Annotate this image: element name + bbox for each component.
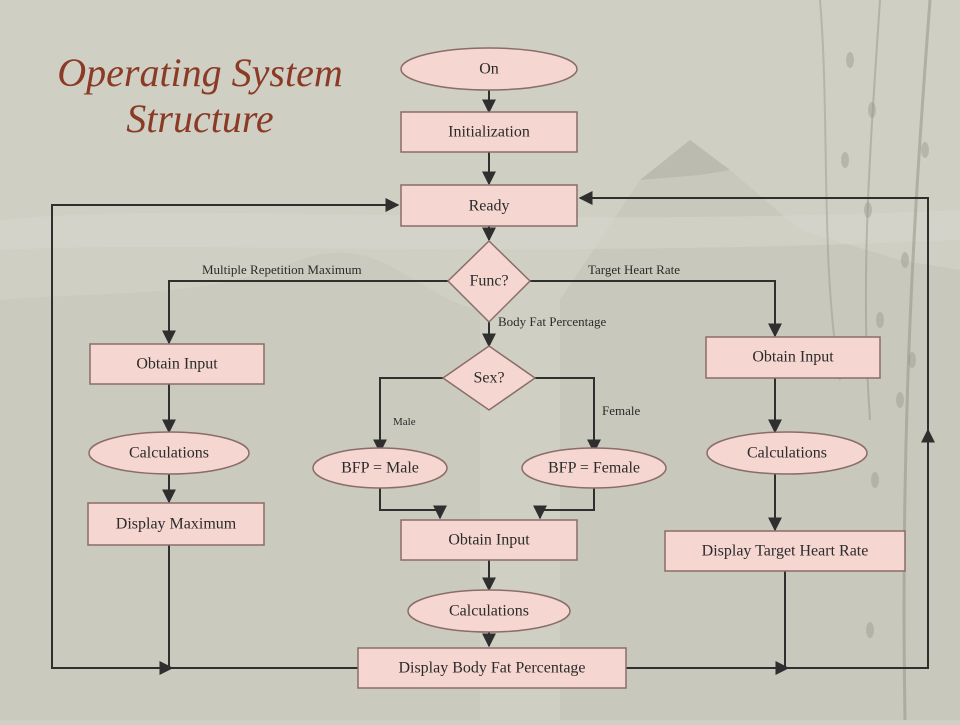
label-init: Initialization (448, 124, 530, 141)
label-ready: Ready (469, 198, 510, 215)
node-init (400, 111, 578, 153)
node-obtain-center (400, 519, 578, 561)
label-obtain-left: Obtain Input (136, 356, 218, 373)
node-obtain-left (89, 343, 265, 385)
title-line-2: Structure (126, 96, 274, 141)
edge-sex-male (373, 377, 443, 454)
label-obtain-center: Obtain Input (448, 532, 530, 549)
node-sex (441, 345, 537, 411)
page-title: Operating System Structure (30, 50, 370, 142)
node-calc-left (88, 431, 250, 475)
title-line-1: Operating System (57, 50, 343, 95)
node-display-bfp (357, 647, 627, 689)
label-calc-center: Calculations (449, 603, 529, 620)
edge-label-mrm: Multiple Repetition Maximum (202, 262, 362, 277)
node-bfp-female (521, 447, 667, 489)
label-display-bfp: Display Body Fat Percentage (398, 660, 585, 677)
edge-female-obtain (533, 488, 595, 520)
node-on (400, 47, 578, 91)
edge-label-female: Female (602, 403, 640, 418)
edges (51, 90, 935, 675)
label-calc-left: Calculations (129, 445, 209, 462)
label-calc-right: Calculations (747, 445, 827, 462)
edge-label-male: Male (393, 416, 416, 428)
node-ready (400, 184, 578, 227)
label-on: On (479, 61, 499, 78)
label-display-thr: Display Target Heart Rate (702, 543, 869, 560)
label-sex: Sex? (473, 370, 504, 387)
label-bfp-male: BFP = Male (341, 460, 419, 477)
node-bfp-male (312, 447, 448, 489)
edge-label-bfp: Body Fat Percentage (498, 314, 607, 329)
edge-male-obtain (379, 488, 447, 520)
node-calc-center (407, 589, 571, 633)
edge-label-thr: Target Heart Rate (588, 262, 680, 277)
edge-loop-left (51, 198, 400, 669)
label-func: Func? (469, 273, 508, 290)
node-func (446, 239, 532, 324)
edge-func-thr (530, 280, 782, 338)
label-obtain-right: Obtain Input (752, 349, 834, 366)
label-bfp-female: BFP = Female (548, 460, 640, 477)
label-display-max: Display Maximum (116, 516, 237, 533)
node-display-max (87, 502, 265, 546)
edge-func-mrm (162, 280, 448, 345)
node-obtain-right (705, 336, 881, 379)
edge-sex-female (535, 377, 601, 454)
node-calc-right (706, 431, 868, 475)
node-display-thr (664, 530, 906, 572)
